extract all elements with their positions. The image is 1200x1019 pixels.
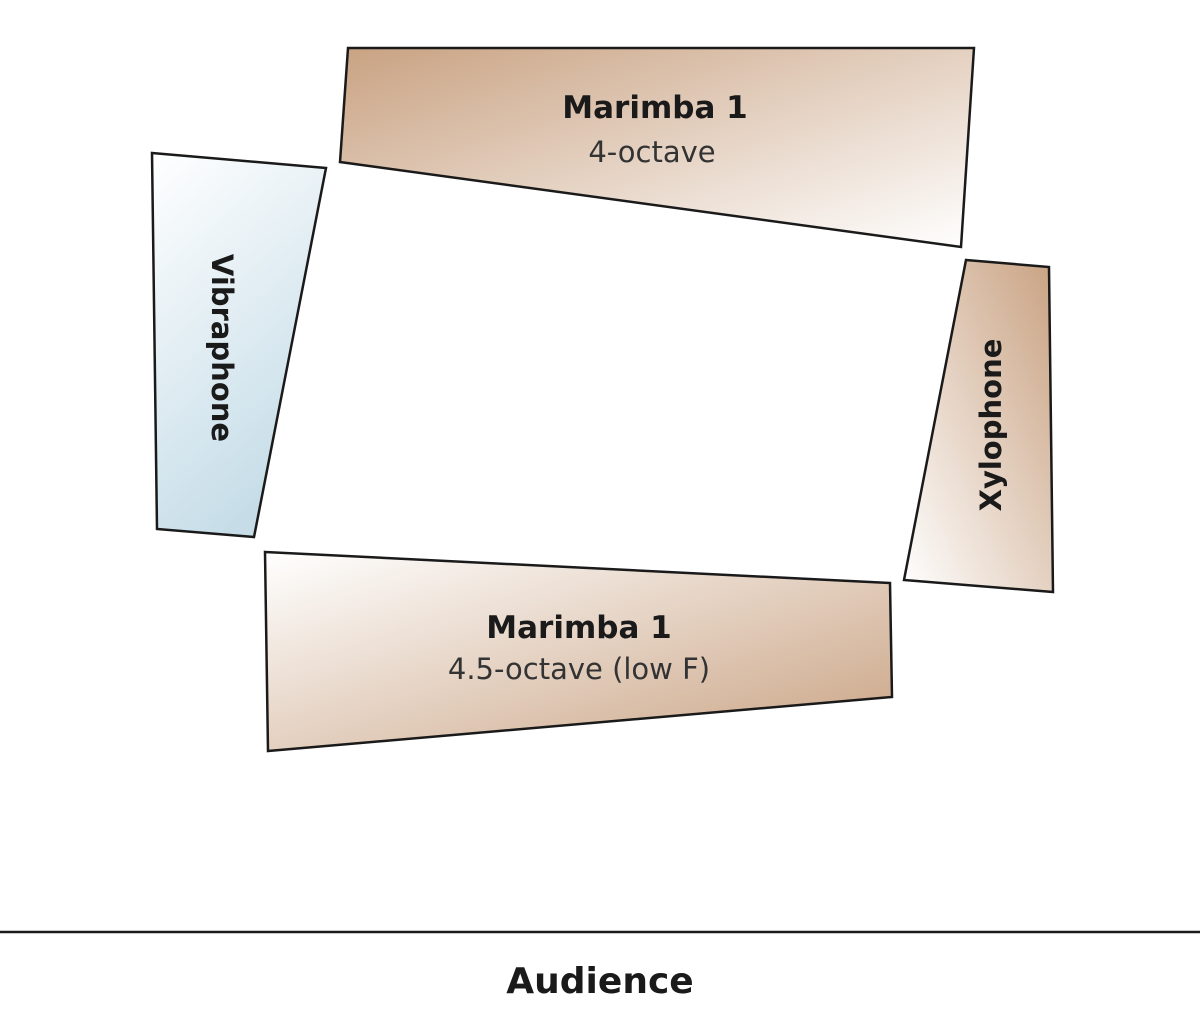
vibraphone-name: Vibraphone — [205, 254, 239, 442]
vibraphone-shape — [150, 151, 328, 539]
marimba-bottom-name: Marimba 1 — [486, 610, 671, 646]
marimba-top-shape — [338, 46, 976, 249]
vibraphone: Vibraphone — [150, 151, 328, 539]
xylophone: Xylophone — [902, 258, 1055, 594]
xylophone-name: Xylophone — [974, 339, 1008, 512]
marimba-bottom-detail: 4.5-octave (low F) — [448, 652, 710, 686]
audience-label: Audience — [506, 961, 693, 1002]
xylophone-shape — [902, 258, 1055, 594]
marimba-top-detail: 4-octave — [588, 135, 715, 169]
marimba-bottom-shape — [263, 550, 894, 753]
marimba-top-name: Marimba 1 — [562, 90, 747, 126]
marimba-top: Marimba 1 4-octave — [338, 46, 976, 249]
marimba-bottom: Marimba 1 4.5-octave (low F) — [263, 550, 894, 753]
